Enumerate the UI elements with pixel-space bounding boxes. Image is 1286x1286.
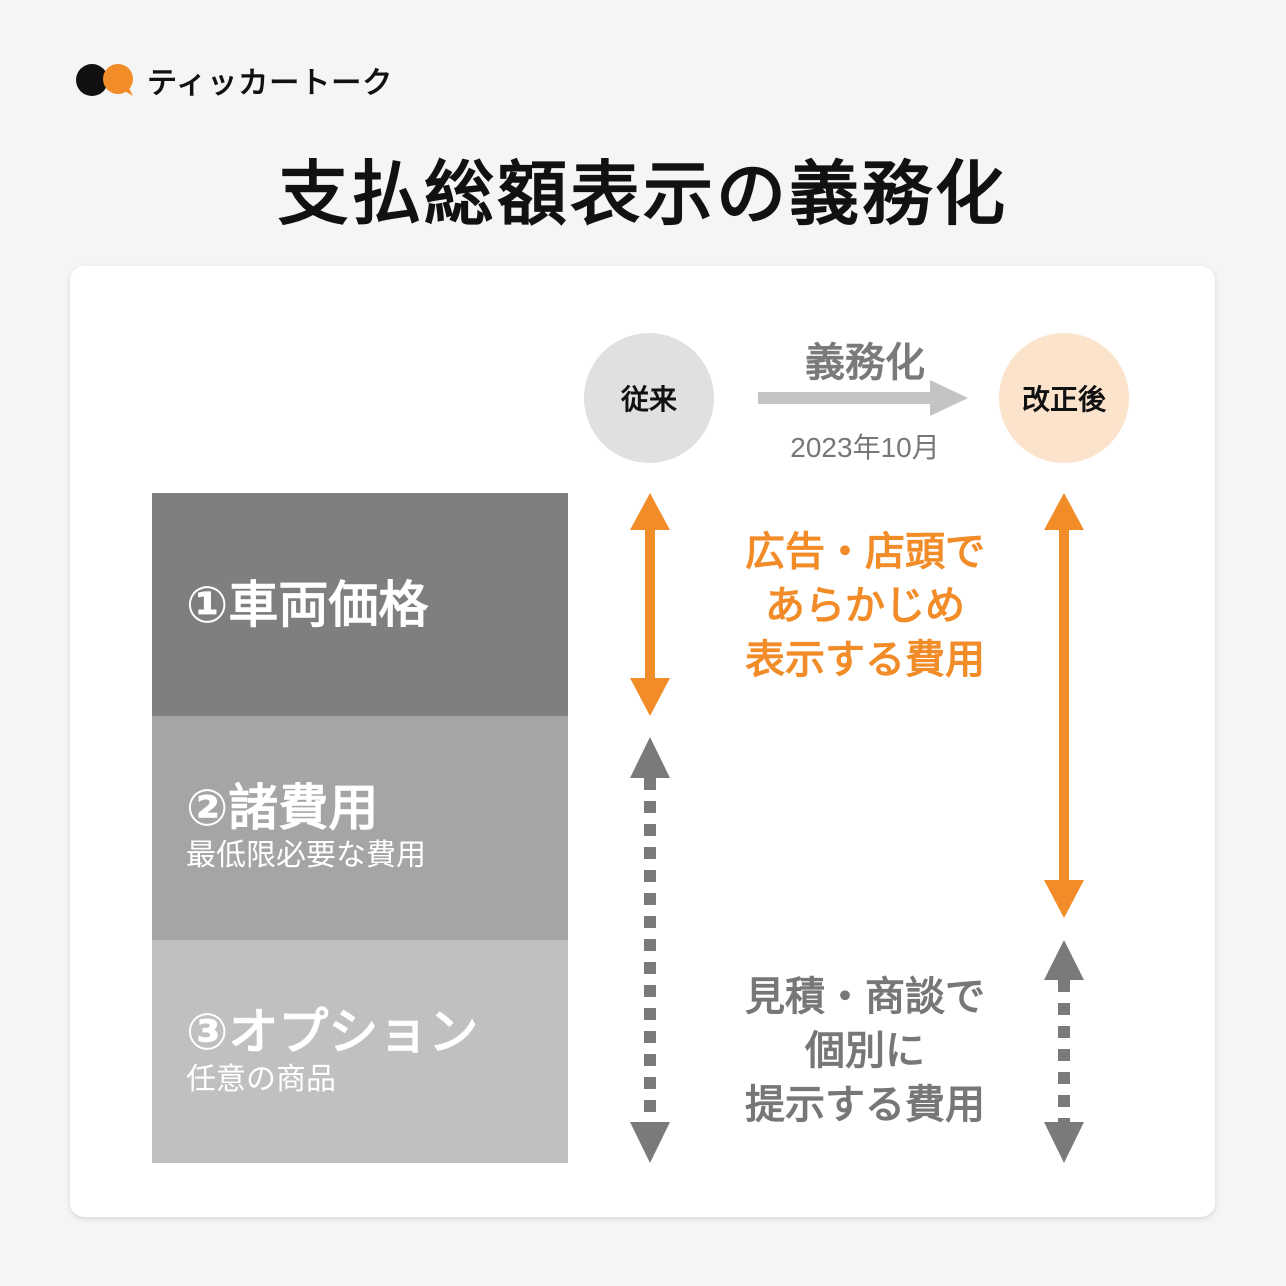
before-circle: 従来 bbox=[584, 333, 714, 463]
cost-item-label: ③オプション bbox=[186, 1003, 479, 1060]
arrow-label: 義務化 bbox=[805, 341, 925, 385]
orange-double-arrow-after bbox=[1044, 493, 1084, 918]
individual-costs-note: 見積・商談で 個別に 提示する費用 bbox=[665, 970, 1065, 1132]
cost-item-sub: 任意の商品 bbox=[186, 1062, 336, 1096]
page-title: 支払総額表示の義務化 bbox=[278, 155, 1008, 233]
cost-item-fees: ②諸費用 最低限必要な費用 bbox=[152, 716, 568, 940]
note-line: あらかじめ bbox=[765, 584, 965, 628]
orange-double-arrow-before bbox=[630, 493, 670, 716]
cost-item-vehicle-price: ①車両価格 bbox=[152, 493, 568, 717]
note-line: 提示する費用 bbox=[745, 1083, 985, 1127]
advertised-costs-note: 広告・店頭で あらかじめ 表示する費用 bbox=[665, 525, 1065, 687]
cost-item-label: ①車両価格 bbox=[186, 576, 429, 633]
brand-logo: ティッカートーク bbox=[75, 58, 393, 102]
cost-item-sub: 最低限必要な費用 bbox=[186, 839, 426, 872]
right-arrow-icon bbox=[758, 380, 968, 416]
cost-item-options: ③オプション 任意の商品 bbox=[152, 940, 568, 1163]
note-line: 広告・店頭で bbox=[745, 530, 985, 574]
note-line: 個別に bbox=[805, 1029, 925, 1073]
note-line: 見積・商談で bbox=[745, 975, 985, 1019]
cost-item-label: ②諸費用 bbox=[186, 780, 379, 836]
effective-date: 2023年10月 bbox=[790, 432, 940, 463]
dashed-double-arrow-before bbox=[630, 737, 670, 1163]
brand-name: ティッカートーク bbox=[147, 67, 394, 100]
note-line: 表示する費用 bbox=[745, 638, 985, 682]
dashed-double-arrow-after bbox=[1044, 940, 1084, 1163]
after-circle: 改正後 bbox=[999, 333, 1129, 463]
chat-bubbles-icon bbox=[76, 64, 133, 96]
